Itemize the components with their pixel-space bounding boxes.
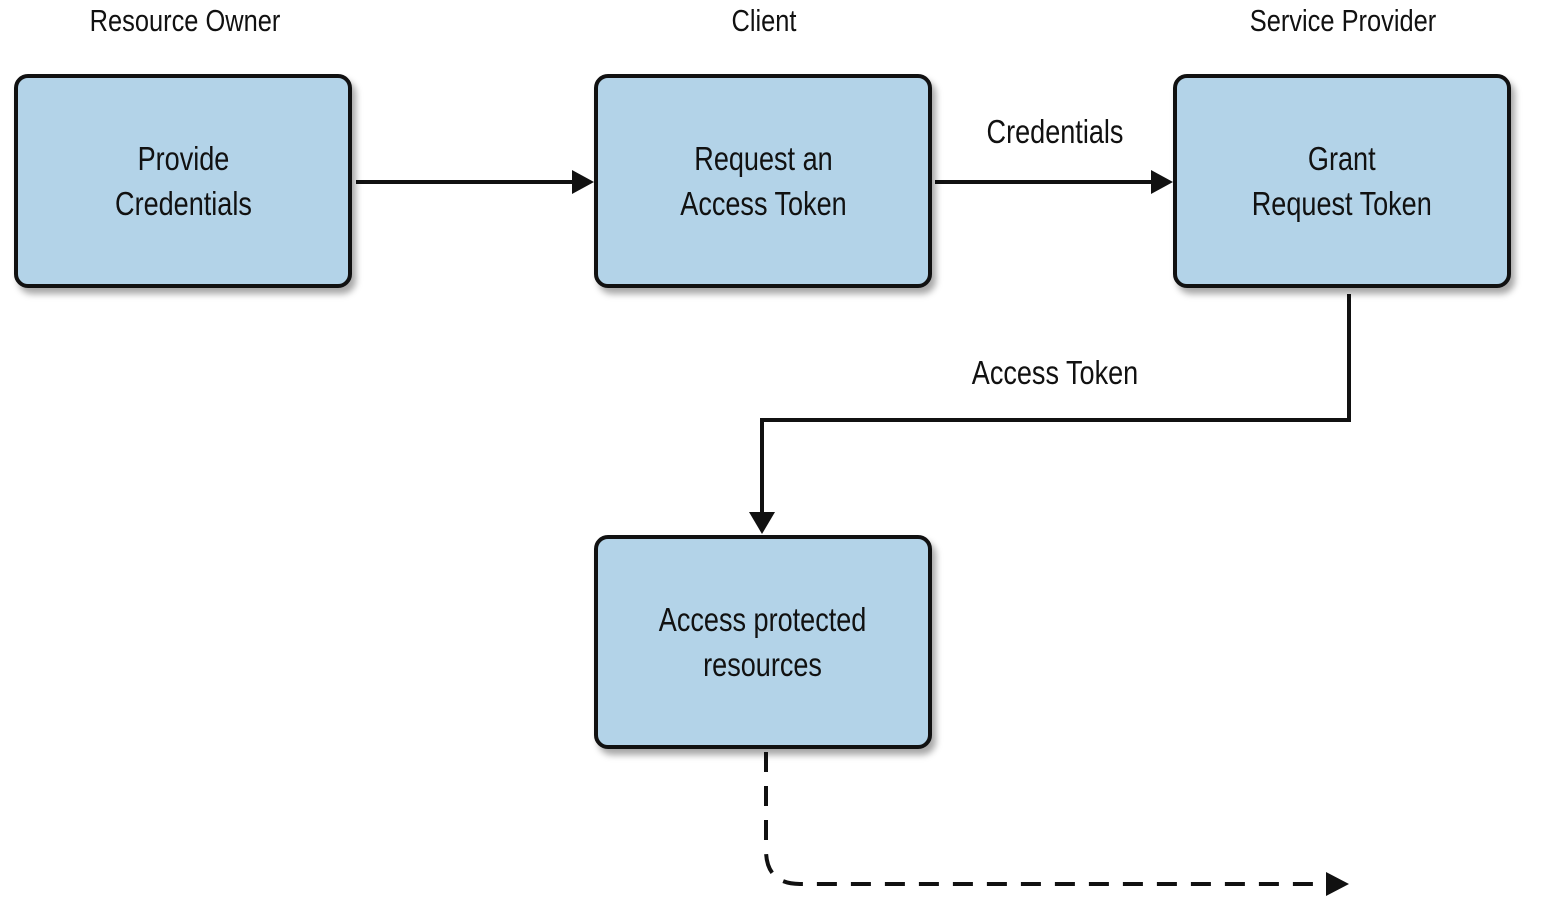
edge-label-access-token: Access Token bbox=[971, 354, 1139, 391]
node-access-protected-resources: Access protected resources bbox=[594, 535, 932, 749]
node-provide-credentials-label: Provide Credentials bbox=[114, 140, 252, 222]
edge-provide-to-request bbox=[356, 170, 594, 194]
node-access-protected-resources-label: Access protected resources bbox=[659, 601, 867, 683]
edge-continuation-dashed bbox=[764, 752, 1349, 896]
arrowhead-icon bbox=[749, 512, 775, 534]
arrowhead-icon bbox=[1151, 170, 1173, 194]
node-request-access-token: Request an Access Token bbox=[594, 74, 932, 288]
edge-label-credentials: Credentials bbox=[986, 113, 1124, 150]
arrowhead-icon bbox=[1326, 872, 1349, 896]
node-grant-request-token-label: Grant Request Token bbox=[1251, 140, 1433, 222]
lane-title-client: Client bbox=[731, 3, 797, 38]
edge-grant-to-access bbox=[749, 294, 1351, 534]
node-grant-request-token: Grant Request Token bbox=[1173, 74, 1511, 288]
arrowhead-icon bbox=[572, 170, 594, 194]
node-request-access-token-label: Request an Access Token bbox=[679, 140, 847, 222]
lane-title-resource-owner: Resource Owner bbox=[89, 3, 281, 38]
lane-title-service-provider: Service Provider bbox=[1249, 3, 1437, 38]
node-provide-credentials: Provide Credentials bbox=[14, 74, 352, 288]
edge-request-to-grant bbox=[935, 170, 1173, 194]
